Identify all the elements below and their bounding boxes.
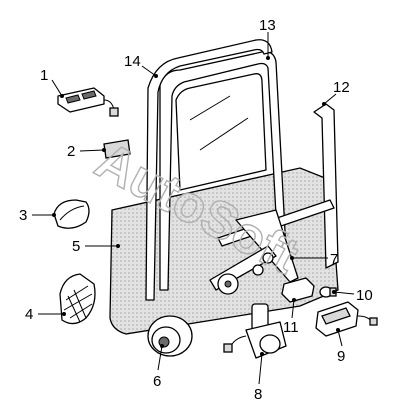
- callout-7: 7: [330, 251, 338, 268]
- part-plate-2: [103, 139, 131, 159]
- callout-11: 11: [283, 319, 299, 336]
- part-motor-8: [223, 303, 287, 359]
- part-light-9: [315, 301, 378, 337]
- window-frame-13: [159, 51, 287, 291]
- callout-8: 8: [254, 386, 262, 403]
- window-regulator: [209, 199, 335, 295]
- callout-2: 2: [67, 143, 75, 160]
- part-switch-1: [57, 87, 119, 117]
- leader-lines: [32, 32, 355, 385]
- callout-9: 9: [337, 348, 345, 365]
- callout-12: 12: [333, 79, 350, 96]
- window-channel-14: [145, 39, 273, 301]
- part-cover-3: [53, 199, 90, 229]
- callout-1: 1: [40, 67, 48, 84]
- callout-14: 14: [124, 53, 141, 70]
- callout-3: 3: [19, 207, 27, 224]
- callout-6: 6: [153, 373, 161, 390]
- callout-4: 4: [25, 306, 33, 323]
- callout-10: 10: [356, 287, 373, 304]
- callout-13: 13: [259, 17, 276, 34]
- callout-5: 5: [72, 238, 80, 255]
- part-speaker-6: [147, 315, 193, 357]
- part-lamp-11: [281, 277, 315, 303]
- callout-numbers: 1 2 3 4 5 6 7 8 9 10 11 12 13 14: [19, 17, 373, 403]
- window-glass: [175, 73, 267, 191]
